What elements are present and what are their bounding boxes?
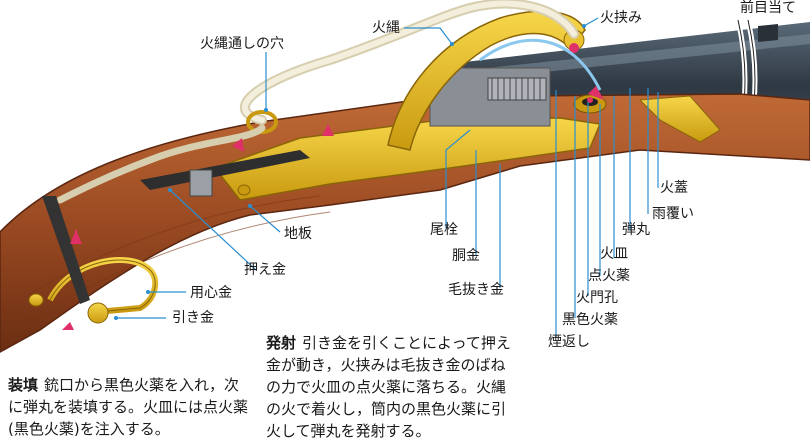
loading-body: 銃口から黒色火薬を入れ，次に弾丸を装填する。火皿には点火薬(黒色火薬)を注入する… [8,376,249,438]
label-amaooi: 雨覆い [652,206,694,222]
rain-cover [638,95,721,143]
label-youjin-gane: 用心金 [190,285,232,301]
label-dangan: 弾丸 [622,222,650,238]
matchlock-diagram [0,0,810,353]
label-jiita: 地板 [284,226,312,242]
loading-paragraph: 装填銃口から黒色火薬を入れ，次に弾丸を装填する。火皿には点火薬(黒色火薬)を注入… [8,374,253,440]
trigger [42,196,90,304]
label-maemeate: 前目当て [740,0,796,16]
touch-hole [587,97,593,103]
label-osae-gane: 押え金 [244,262,286,278]
arrow-up-2 [322,124,334,136]
label-bisen: 尾栓 [430,222,458,238]
stock-pin [28,293,44,307]
lock-plate [213,117,602,201]
arrow-left [232,138,244,152]
label-kemuri-gaeshi: 煙返し [548,334,590,350]
label-hizara: 火皿 [600,246,628,262]
label-hinawa: 火縄 [372,20,400,36]
motion-arc [479,38,602,91]
trigger-knob [87,302,109,324]
front-sight [758,24,778,42]
firing-body: 引き金を引くことによって押え金が動き，火挟みは毛抜き金のばねの力で火皿の点火薬に… [266,334,511,440]
label-kenuki-gane: 毛抜き金 [448,282,504,298]
loading-title: 装填 [8,376,39,394]
arrow-down [62,322,74,330]
label-dougane: 胴金 [452,248,480,264]
label-tenka-yaku: 点火薬 [588,268,630,284]
label-hibuta: 火蓋 [660,180,688,196]
wooden-stock [0,93,810,353]
label-hiki-gane: 引き金 [172,310,214,326]
stock-grain [19,195,331,321]
leader-lines [116,17,659,338]
mainspring-coil [487,77,547,101]
firing-paragraph: 発射引き金を引くことによって押え金が動き，火挟みは毛抜き金のばねの力で火皿の点火… [266,332,511,442]
firing-title: 発射 [266,334,297,352]
label-hibasami: 火挟み [600,10,642,26]
label-hikado-ko: 火門孔 [576,290,618,306]
sear [140,150,310,190]
label-kokushoku-kayaku: 黒色火薬 [562,312,618,328]
label-hinawa-toshi-ana: 火縄通しの穴 [200,36,284,52]
sear-bracket [189,169,213,197]
